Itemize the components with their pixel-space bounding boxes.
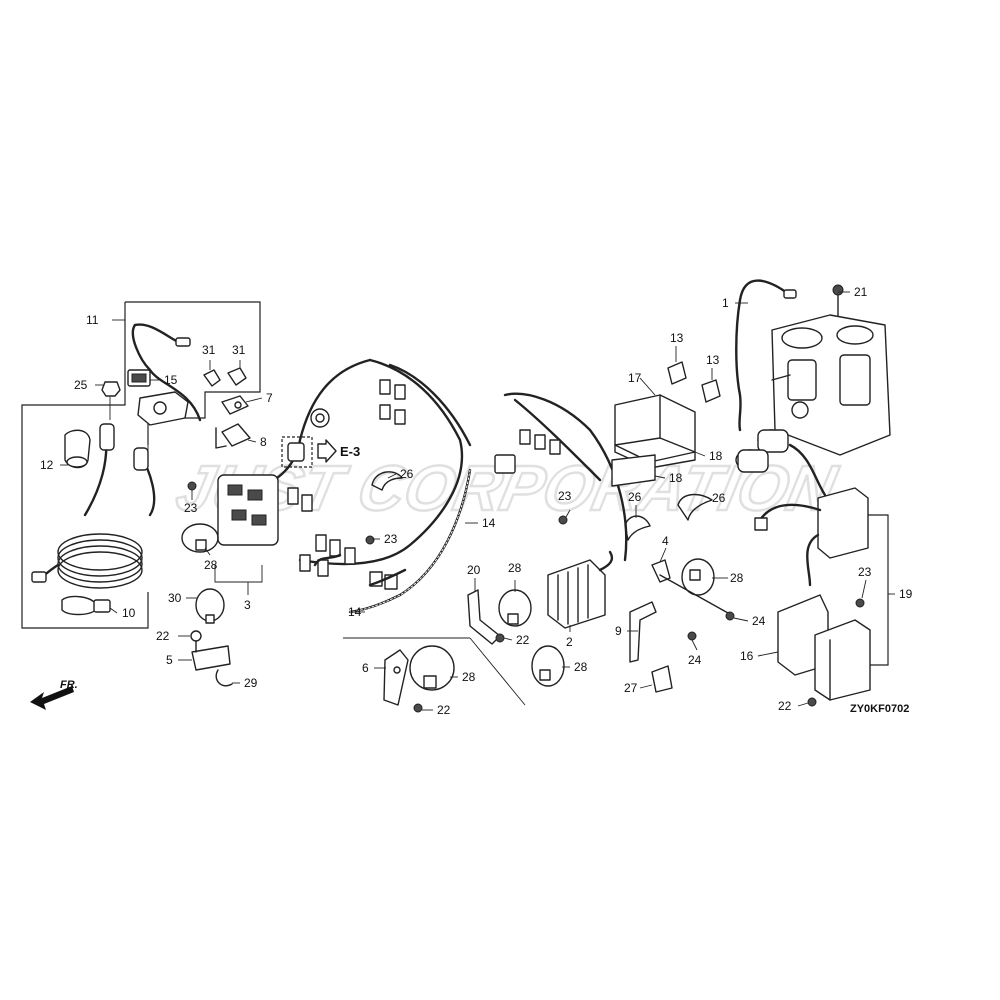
part-15-relay (127, 369, 189, 426)
part-2-regulator (547, 550, 614, 629)
part-12-boot (64, 429, 91, 469)
part-10-cable-coil (31, 423, 156, 616)
part-31-clips (203, 367, 247, 387)
right-frame (868, 514, 889, 666)
diagram-code: ZY0KF0702 (850, 703, 909, 715)
callout-31a: 31 (202, 343, 216, 357)
callout-23d: 23 (858, 565, 872, 579)
callout-31b: 31 (232, 343, 246, 357)
brackets (190, 559, 729, 706)
callout-23c: 23 (558, 489, 572, 503)
callout-9: 9 (615, 624, 622, 638)
part-3-main-harness (217, 358, 628, 590)
callout-7: 7 (266, 391, 273, 405)
callout-8: 8 (260, 435, 267, 449)
callout-23b: 23 (384, 532, 398, 546)
callout-19: 19 (899, 587, 913, 601)
callout-22b: 22 (516, 633, 530, 647)
callout-30: 30 (168, 591, 182, 605)
callout-6: 6 (362, 661, 369, 675)
callout-18a: 18 (709, 449, 723, 463)
part-25-nut (101, 381, 121, 420)
callout-28e: 28 (574, 660, 588, 674)
callout-28a: 28 (204, 558, 218, 572)
callout-14b: 14 (348, 605, 362, 619)
callout-3: 3 (244, 598, 251, 612)
part-19-cdi-unit (754, 487, 869, 587)
callout-2: 2 (566, 635, 573, 649)
callout-22a: 22 (156, 629, 170, 643)
callout-29: 29 (244, 676, 258, 690)
callout-24a: 24 (752, 614, 766, 628)
callout-22d: 22 (778, 699, 792, 713)
callout-20: 20 (467, 563, 481, 577)
callout-4: 4 (662, 534, 669, 548)
leader-lines (60, 291, 895, 711)
callout-12: 12 (40, 458, 54, 472)
callout-15: 15 (164, 373, 178, 387)
callout-10: 10 (122, 606, 136, 620)
callout-22c: 22 (437, 703, 451, 717)
callout-21: 21 (854, 285, 868, 299)
front-arrow: FR. (30, 679, 78, 710)
callout-18b: 18 (669, 471, 683, 485)
callout-14a: 14 (482, 516, 496, 530)
clamps (181, 523, 715, 691)
callout-28d: 28 (462, 670, 476, 684)
callout-26b: 26 (628, 490, 642, 504)
part-7-8-clips (215, 395, 251, 449)
callout-5: 5 (166, 653, 173, 667)
callout-24b: 24 (688, 653, 702, 667)
callout-17: 17 (628, 371, 642, 385)
callout-13b: 13 (706, 353, 720, 367)
part-17-18-bracket (611, 394, 696, 487)
callout-28b: 28 (508, 561, 522, 575)
callout-1: 1 (722, 296, 729, 310)
engine-block (771, 314, 891, 456)
part-1-cable (735, 279, 797, 432)
callout-26a: 26 (400, 467, 414, 481)
callout-11: 11 (86, 313, 99, 327)
front-marker-label: FR. (60, 679, 78, 691)
callout-13a: 13 (670, 331, 684, 345)
callout-23a: 23 (184, 501, 198, 515)
part-27 (651, 665, 673, 693)
part-16-bracket (777, 594, 871, 701)
callout-26c: 26 (712, 491, 726, 505)
callout-25: 25 (74, 378, 88, 392)
bolts (187, 284, 865, 713)
callout-16: 16 (740, 649, 754, 663)
switch-component (281, 408, 337, 468)
ignition-coils (735, 429, 827, 497)
section-ref-label: E-3 (340, 444, 360, 459)
part-13-clips (667, 361, 721, 403)
callout-27: 27 (624, 681, 638, 695)
callout-labels: 1 2 3 4 5 6 7 8 9 10 11 12 13 13 14 14 1… (40, 285, 913, 717)
part-14-tubes (313, 468, 472, 614)
callout-28c: 28 (730, 571, 744, 585)
